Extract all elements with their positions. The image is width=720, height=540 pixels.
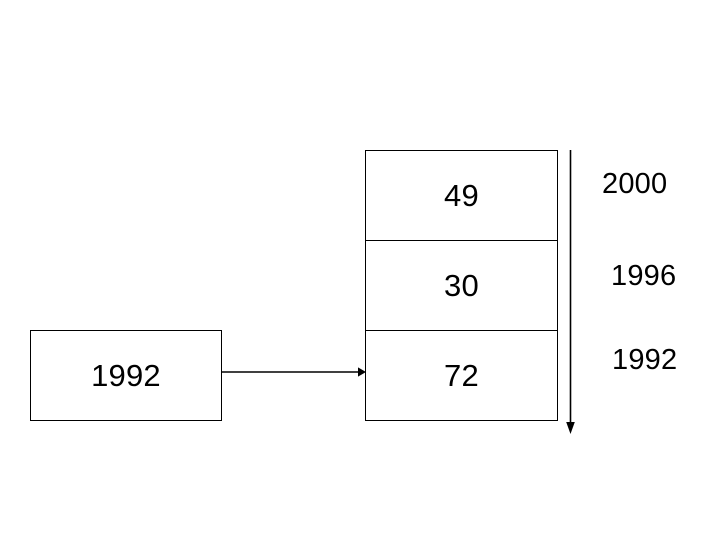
- stack-cell-middle[interactable]: 30: [366, 240, 557, 330]
- stack-cell-value: 30: [444, 268, 479, 303]
- stack-cell-top[interactable]: 49: [366, 151, 557, 240]
- source-node-label: 1992: [91, 358, 161, 393]
- timeline-down-arrow-icon: [566, 150, 575, 434]
- stack-cell-value: 72: [444, 358, 479, 393]
- timeline-year-label: 2000: [602, 168, 668, 200]
- source-node[interactable]: 1992: [30, 330, 222, 421]
- flow-arrow-icon: [222, 367, 366, 377]
- timeline-year-label: 1996: [611, 260, 677, 292]
- timeline-year-label: 1992: [612, 344, 678, 376]
- stack-cell-bottom[interactable]: 72: [366, 330, 557, 420]
- value-stack: 49 30 72: [365, 150, 558, 421]
- stack-cell-value: 49: [444, 178, 479, 213]
